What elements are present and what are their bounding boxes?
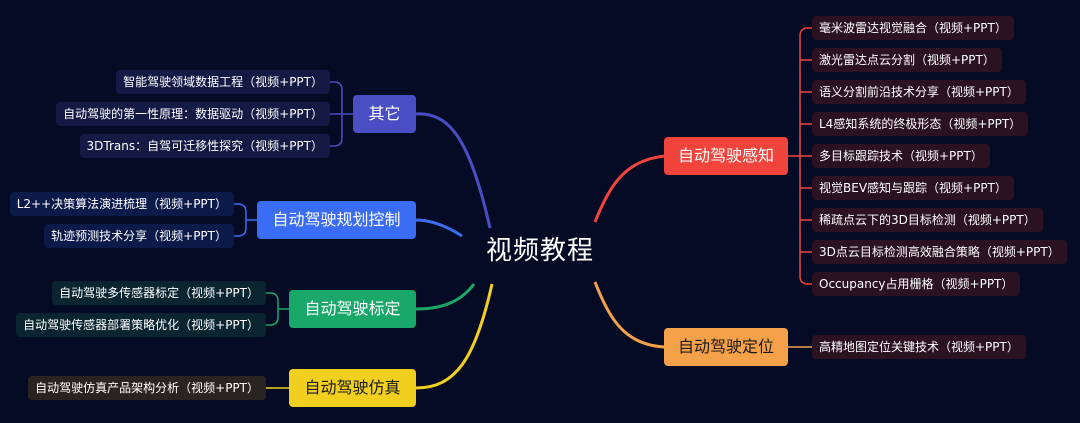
edge-localization — [593, 281, 666, 349]
bracket-perception — [788, 27, 812, 285]
leaf-perception-4[interactable]: 多目标跟踪技术（视频+PPT） — [812, 144, 990, 168]
edge-simulation — [415, 283, 494, 390]
leaf-calibration-1[interactable]: 自动驾驶传感器部署策略优化（视频+PPT） — [16, 313, 266, 337]
bracket-other — [330, 81, 353, 147]
edge-calibration — [415, 283, 476, 311]
edge-planning — [415, 218, 463, 238]
leaf-planning-0[interactable]: L2++决策算法演进梳理（视频+PPT） — [9, 192, 234, 216]
branch-simulation[interactable]: 自动驾驶仿真 — [289, 369, 416, 407]
leaf-perception-0[interactable]: 毫米波雷达视觉融合（视频+PPT） — [812, 16, 1014, 40]
center-node[interactable]: 视频教程 — [485, 236, 594, 266]
branch-localization[interactable]: 自动驾驶定位 — [664, 328, 788, 366]
branch-calibration[interactable]: 自动驾驶标定 — [289, 290, 416, 328]
leaf-perception-6[interactable]: 稀疏点云下的3D目标检测（视频+PPT） — [812, 208, 1043, 232]
leaf-other-0[interactable]: 智能驾驶领域数据工程（视频+PPT） — [116, 70, 330, 94]
bracket-calibration — [266, 292, 289, 326]
branch-perception[interactable]: 自动驾驶感知 — [664, 137, 788, 175]
leaf-planning-1[interactable]: 轨迹预测技术分享（视频+PPT） — [44, 224, 234, 248]
edge-perception — [593, 154, 666, 223]
leaf-calibration-0[interactable]: 自动驾驶多传感器标定（视频+PPT） — [52, 281, 266, 305]
bracket-planning — [234, 203, 257, 237]
branch-other[interactable]: 其它 — [353, 95, 416, 133]
leaf-perception-8[interactable]: Occupancy占用栅格（视频+PPT） — [812, 272, 1021, 296]
leaf-perception-2[interactable]: 语义分割前沿技术分享（视频+PPT） — [812, 80, 1026, 104]
leaf-perception-1[interactable]: 激光雷达点云分割（视频+PPT） — [812, 48, 1002, 72]
leaf-perception-3[interactable]: L4感知系统的终极形态（视频+PPT） — [812, 112, 1029, 136]
leaf-localization-0[interactable]: 高精地图定位关键技术（视频+PPT） — [812, 335, 1026, 359]
edge-other — [415, 112, 492, 229]
leaf-other-1[interactable]: 自动驾驶的第一性原理：数据驱动（视频+PPT） — [56, 102, 330, 126]
leaf-perception-7[interactable]: 3D点云目标检测高效融合策略（视频+PPT） — [812, 240, 1067, 264]
branch-planning[interactable]: 自动驾驶规划控制 — [257, 201, 416, 239]
leaf-other-2[interactable]: 3DTrans：自驾可迁移性探究（视频+PPT） — [79, 134, 330, 158]
leaf-perception-5[interactable]: 视觉BEV感知与跟踪（视频+PPT） — [812, 176, 1014, 200]
leaf-simulation-0[interactable]: 自动驾驶仿真产品架构分析（视频+PPT） — [28, 376, 266, 400]
